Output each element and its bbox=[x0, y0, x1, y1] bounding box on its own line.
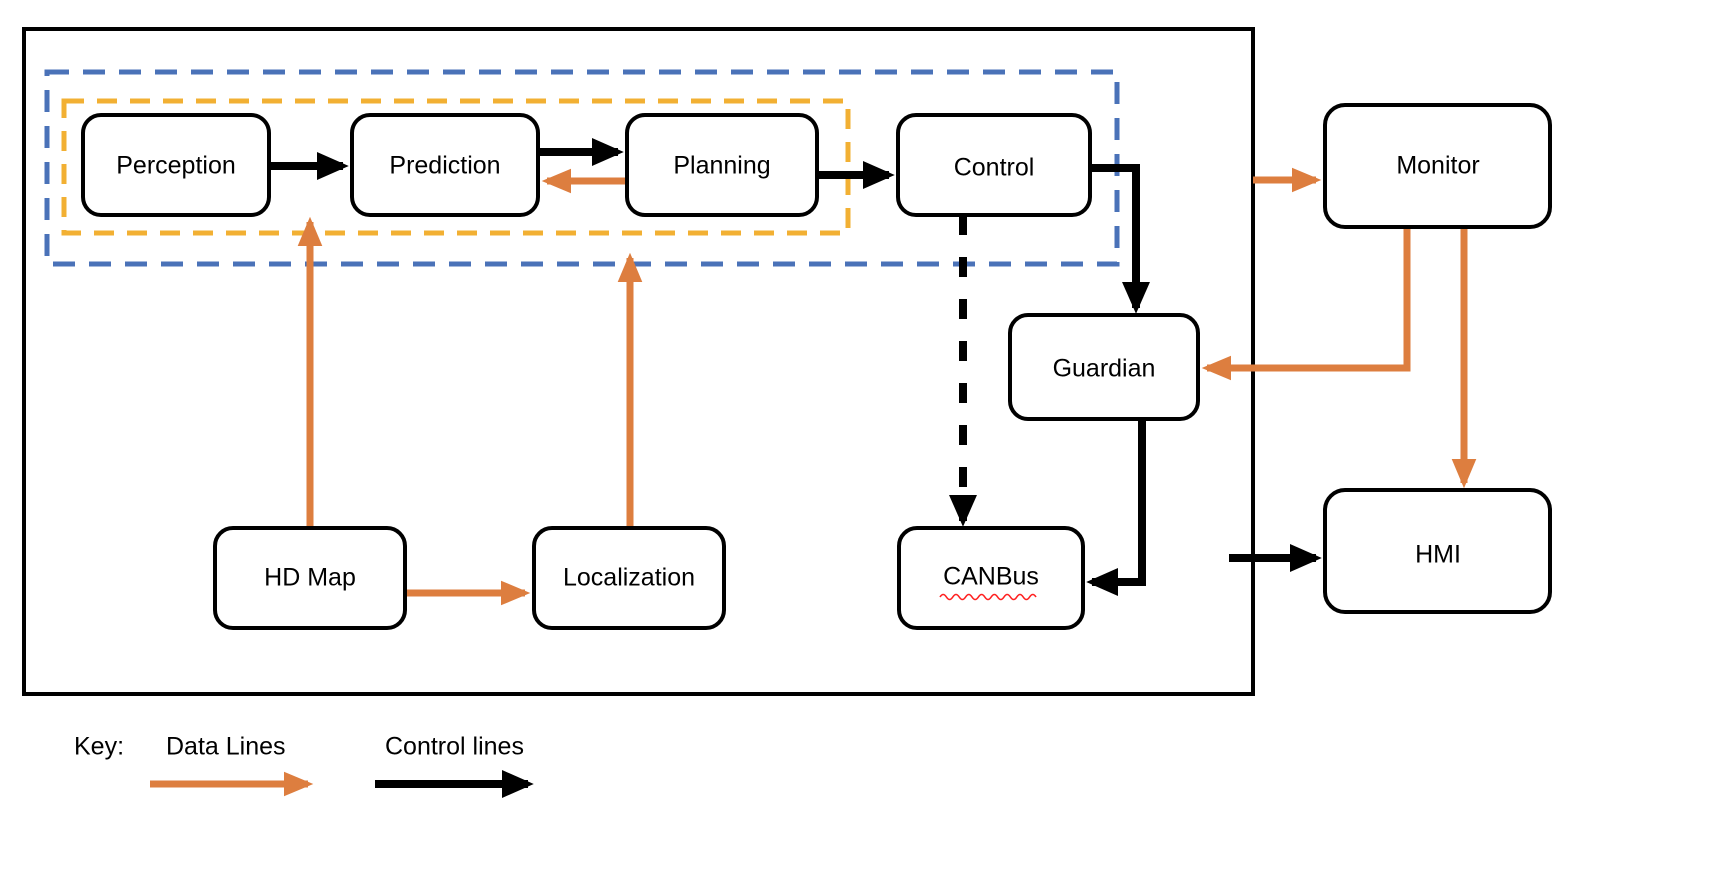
node-planning[interactable]: Planning bbox=[625, 113, 819, 217]
node-monitor-box[interactable] bbox=[1323, 103, 1552, 229]
node-prediction-box[interactable] bbox=[350, 113, 540, 217]
legend: Key: Data Lines Control lines bbox=[74, 733, 534, 799]
legend-control-lines-label: Control lines bbox=[385, 733, 524, 761]
node-monitor[interactable]: Monitor bbox=[1323, 103, 1552, 229]
edge-control-to-guardian bbox=[1090, 164, 1151, 314]
node-canbus-box[interactable] bbox=[897, 526, 1085, 630]
system-boundary bbox=[22, 27, 1255, 696]
node-canbus[interactable]: CANBus bbox=[897, 526, 1085, 630]
legend-key-label: Key: bbox=[74, 733, 124, 761]
node-monitor-label: Monitor bbox=[1396, 152, 1479, 180]
node-control-box[interactable] bbox=[896, 113, 1092, 217]
node-hd-map-label: HD Map bbox=[264, 564, 356, 592]
node-planning-box[interactable] bbox=[625, 113, 819, 217]
node-control[interactable]: Control bbox=[896, 113, 1092, 217]
node-perception[interactable]: Perception bbox=[81, 113, 271, 217]
legend-data-lines-label: Data Lines bbox=[166, 733, 286, 761]
node-hd-map[interactable]: HD Map bbox=[213, 526, 407, 630]
node-guardian-box[interactable] bbox=[1008, 313, 1200, 421]
node-hmi-box[interactable] bbox=[1323, 488, 1552, 614]
edge-monitor-to-guardian bbox=[1201, 227, 1411, 381]
spellcheck-underline-icon bbox=[939, 593, 1037, 601]
node-hmi-label: HMI bbox=[1415, 541, 1461, 569]
node-localization-label: Localization bbox=[563, 564, 695, 592]
edge-guardian-to-canbus bbox=[1086, 419, 1146, 597]
node-guardian-label: Guardian bbox=[1053, 355, 1156, 383]
node-localization-box[interactable] bbox=[532, 526, 726, 630]
node-perception-label: Perception bbox=[116, 152, 236, 180]
node-localization[interactable]: Localization bbox=[532, 526, 726, 630]
node-planning-label: Planning bbox=[673, 152, 770, 180]
node-control-label: Control bbox=[954, 154, 1035, 182]
node-hmi[interactable]: HMI bbox=[1323, 488, 1552, 614]
group-yellow-dashed bbox=[61, 98, 851, 236]
node-perception-box[interactable] bbox=[81, 113, 271, 217]
node-prediction[interactable]: Prediction bbox=[350, 113, 540, 217]
node-hd-map-box[interactable] bbox=[213, 526, 407, 630]
node-canbus-label: CANBus bbox=[943, 563, 1039, 591]
node-guardian[interactable]: Guardian bbox=[1008, 313, 1200, 421]
node-prediction-label: Prediction bbox=[389, 152, 500, 180]
